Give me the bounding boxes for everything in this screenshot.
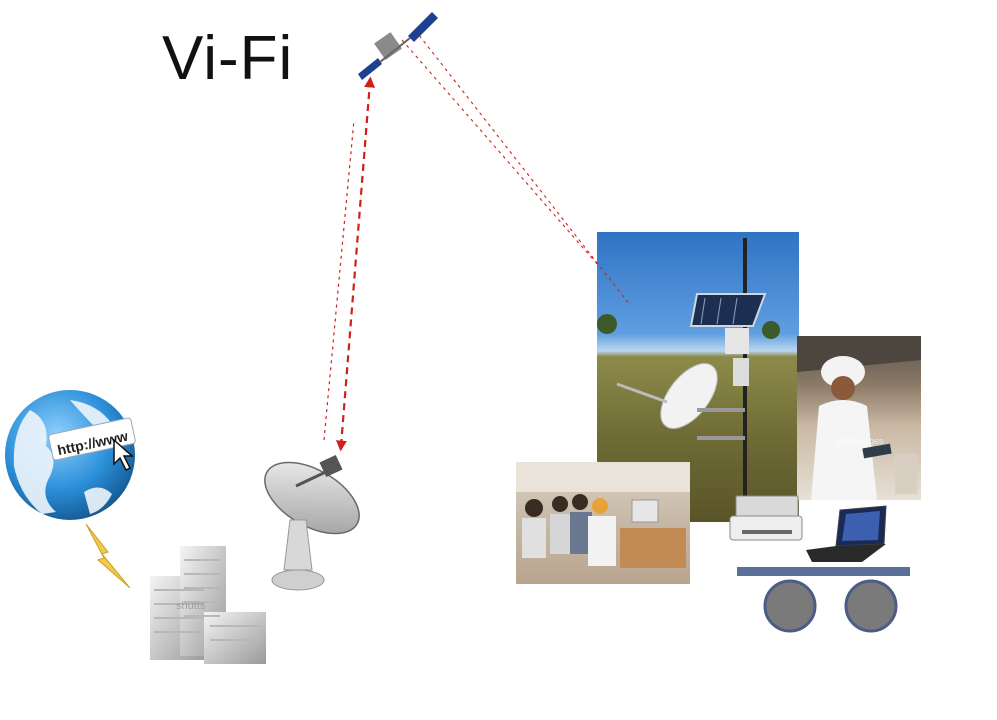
satellite-station-link (401, 29, 631, 306)
laptop-icon (806, 505, 887, 562)
cursor-icon (113, 438, 134, 472)
village-computer-center-photo (516, 462, 690, 584)
villager-with-device-photo: gettyimages (797, 336, 921, 500)
lightning-icon (85, 523, 131, 589)
printer-icon (729, 495, 803, 541)
buildings-watermark: shutts (176, 600, 206, 612)
dish-satellite-link (323, 76, 376, 452)
satellite-icon (358, 12, 438, 80)
diagram-title: Vi-Fi (162, 24, 294, 93)
buildings-icon: shutts (150, 546, 266, 664)
photo-watermark: gettyimages (835, 436, 884, 446)
cart-icon (737, 567, 910, 633)
satellite-dish-icon (264, 454, 360, 591)
